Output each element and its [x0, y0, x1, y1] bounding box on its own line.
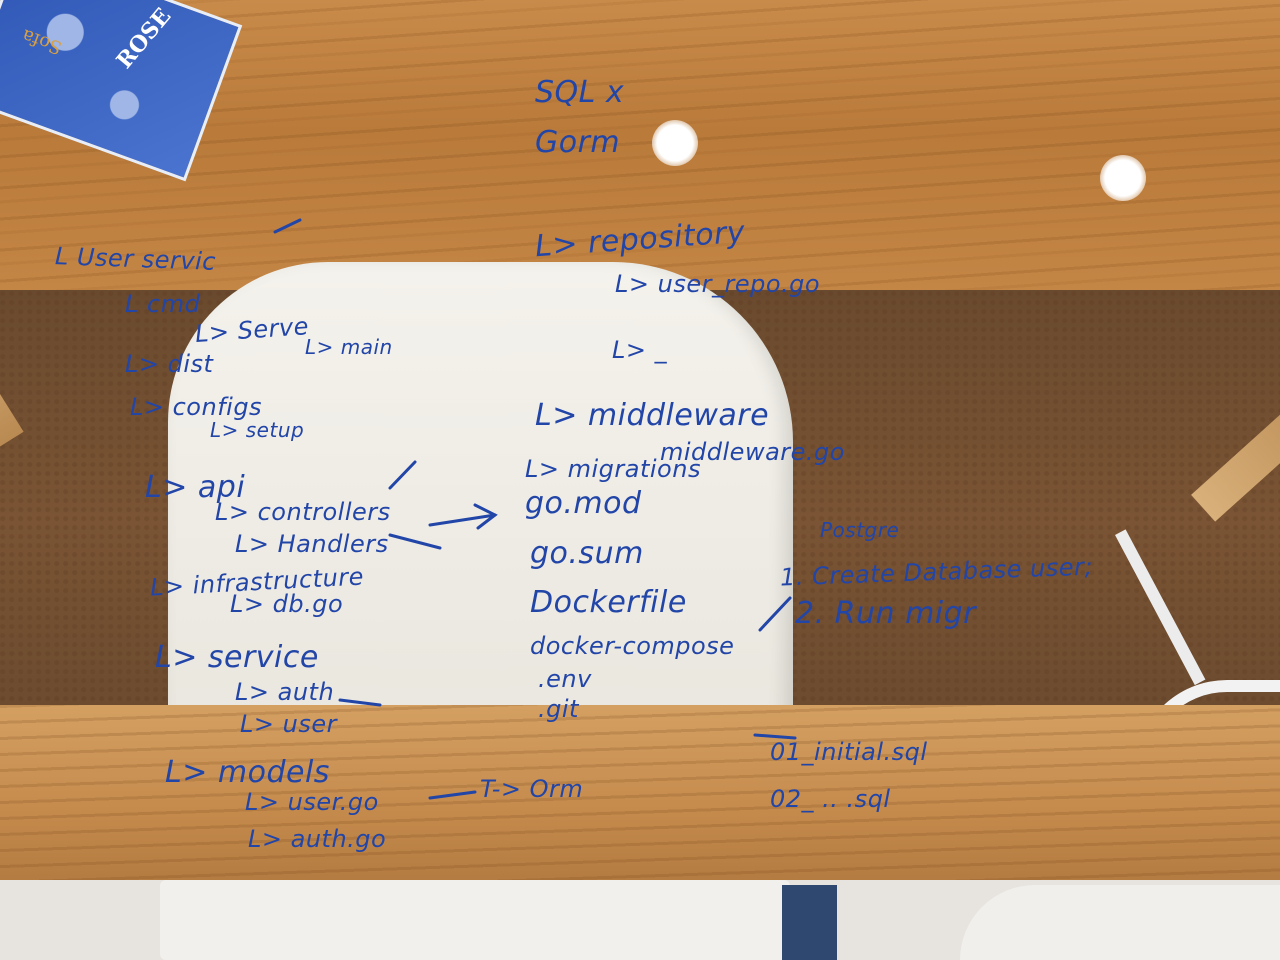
- arrow-line: [428, 513, 497, 527]
- note-line: docker-compose: [530, 632, 735, 660]
- note-line: T-> Orm: [480, 775, 584, 803]
- note-line: L cmd: [125, 290, 201, 318]
- note-line: middleware.go: [660, 438, 845, 466]
- note-line: 2. Run migr: [795, 596, 977, 631]
- note-line: L> middleware: [535, 398, 770, 433]
- note-line: L> _: [612, 336, 668, 364]
- note-line: L> Handlers: [235, 530, 389, 558]
- ceiling-light-reflection: [652, 120, 698, 166]
- note-line: .git: [538, 695, 579, 723]
- arrow-line: [338, 698, 382, 707]
- white-chair-right: [960, 885, 1280, 960]
- connector-line: [758, 596, 792, 632]
- note-line: L> service: [155, 640, 319, 675]
- note-line: L> setup: [210, 418, 305, 442]
- connector-line: [388, 460, 417, 490]
- note-line: SQL x: [535, 75, 625, 110]
- note-line: go.mod: [525, 486, 642, 521]
- wooden-table-frame: [0, 705, 1280, 887]
- white-chair-seat: [160, 880, 790, 960]
- note-line: L> user_repo.go: [615, 270, 821, 298]
- note-line: L> models: [165, 755, 330, 790]
- note-line: L> main: [305, 335, 393, 359]
- note-line: L> auth: [235, 678, 335, 706]
- note-line: Gorm: [535, 125, 621, 160]
- note-line: L> user.go: [245, 788, 379, 816]
- ceiling-light-reflection: [1100, 155, 1146, 201]
- note-line: .env: [538, 665, 592, 693]
- note-line: L> auth.go: [248, 825, 387, 853]
- note-line: Postgre: [820, 518, 900, 542]
- note-line: L> user: [240, 710, 337, 738]
- arrow-head: [473, 503, 498, 530]
- connector-line: [388, 533, 442, 550]
- note-line: L> migrations: [525, 455, 701, 483]
- note-line: go.sum: [530, 536, 644, 571]
- note-line: 02_ .. .sql: [770, 785, 891, 813]
- white-chair-back: [168, 262, 793, 762]
- note-line: Dockerfile: [530, 585, 687, 620]
- tick-mark: [753, 733, 797, 740]
- person-legs: [782, 885, 837, 960]
- check-mark: [273, 218, 302, 234]
- note-line: L> dist: [125, 350, 214, 378]
- note-line: L> db.go: [230, 590, 344, 618]
- note-line: 01_initial.sql: [770, 738, 928, 766]
- note-line: L> controllers: [215, 498, 391, 526]
- arrow-line: [428, 790, 477, 800]
- note-line: L> configs: [130, 393, 263, 421]
- note-line: L> api: [145, 470, 246, 505]
